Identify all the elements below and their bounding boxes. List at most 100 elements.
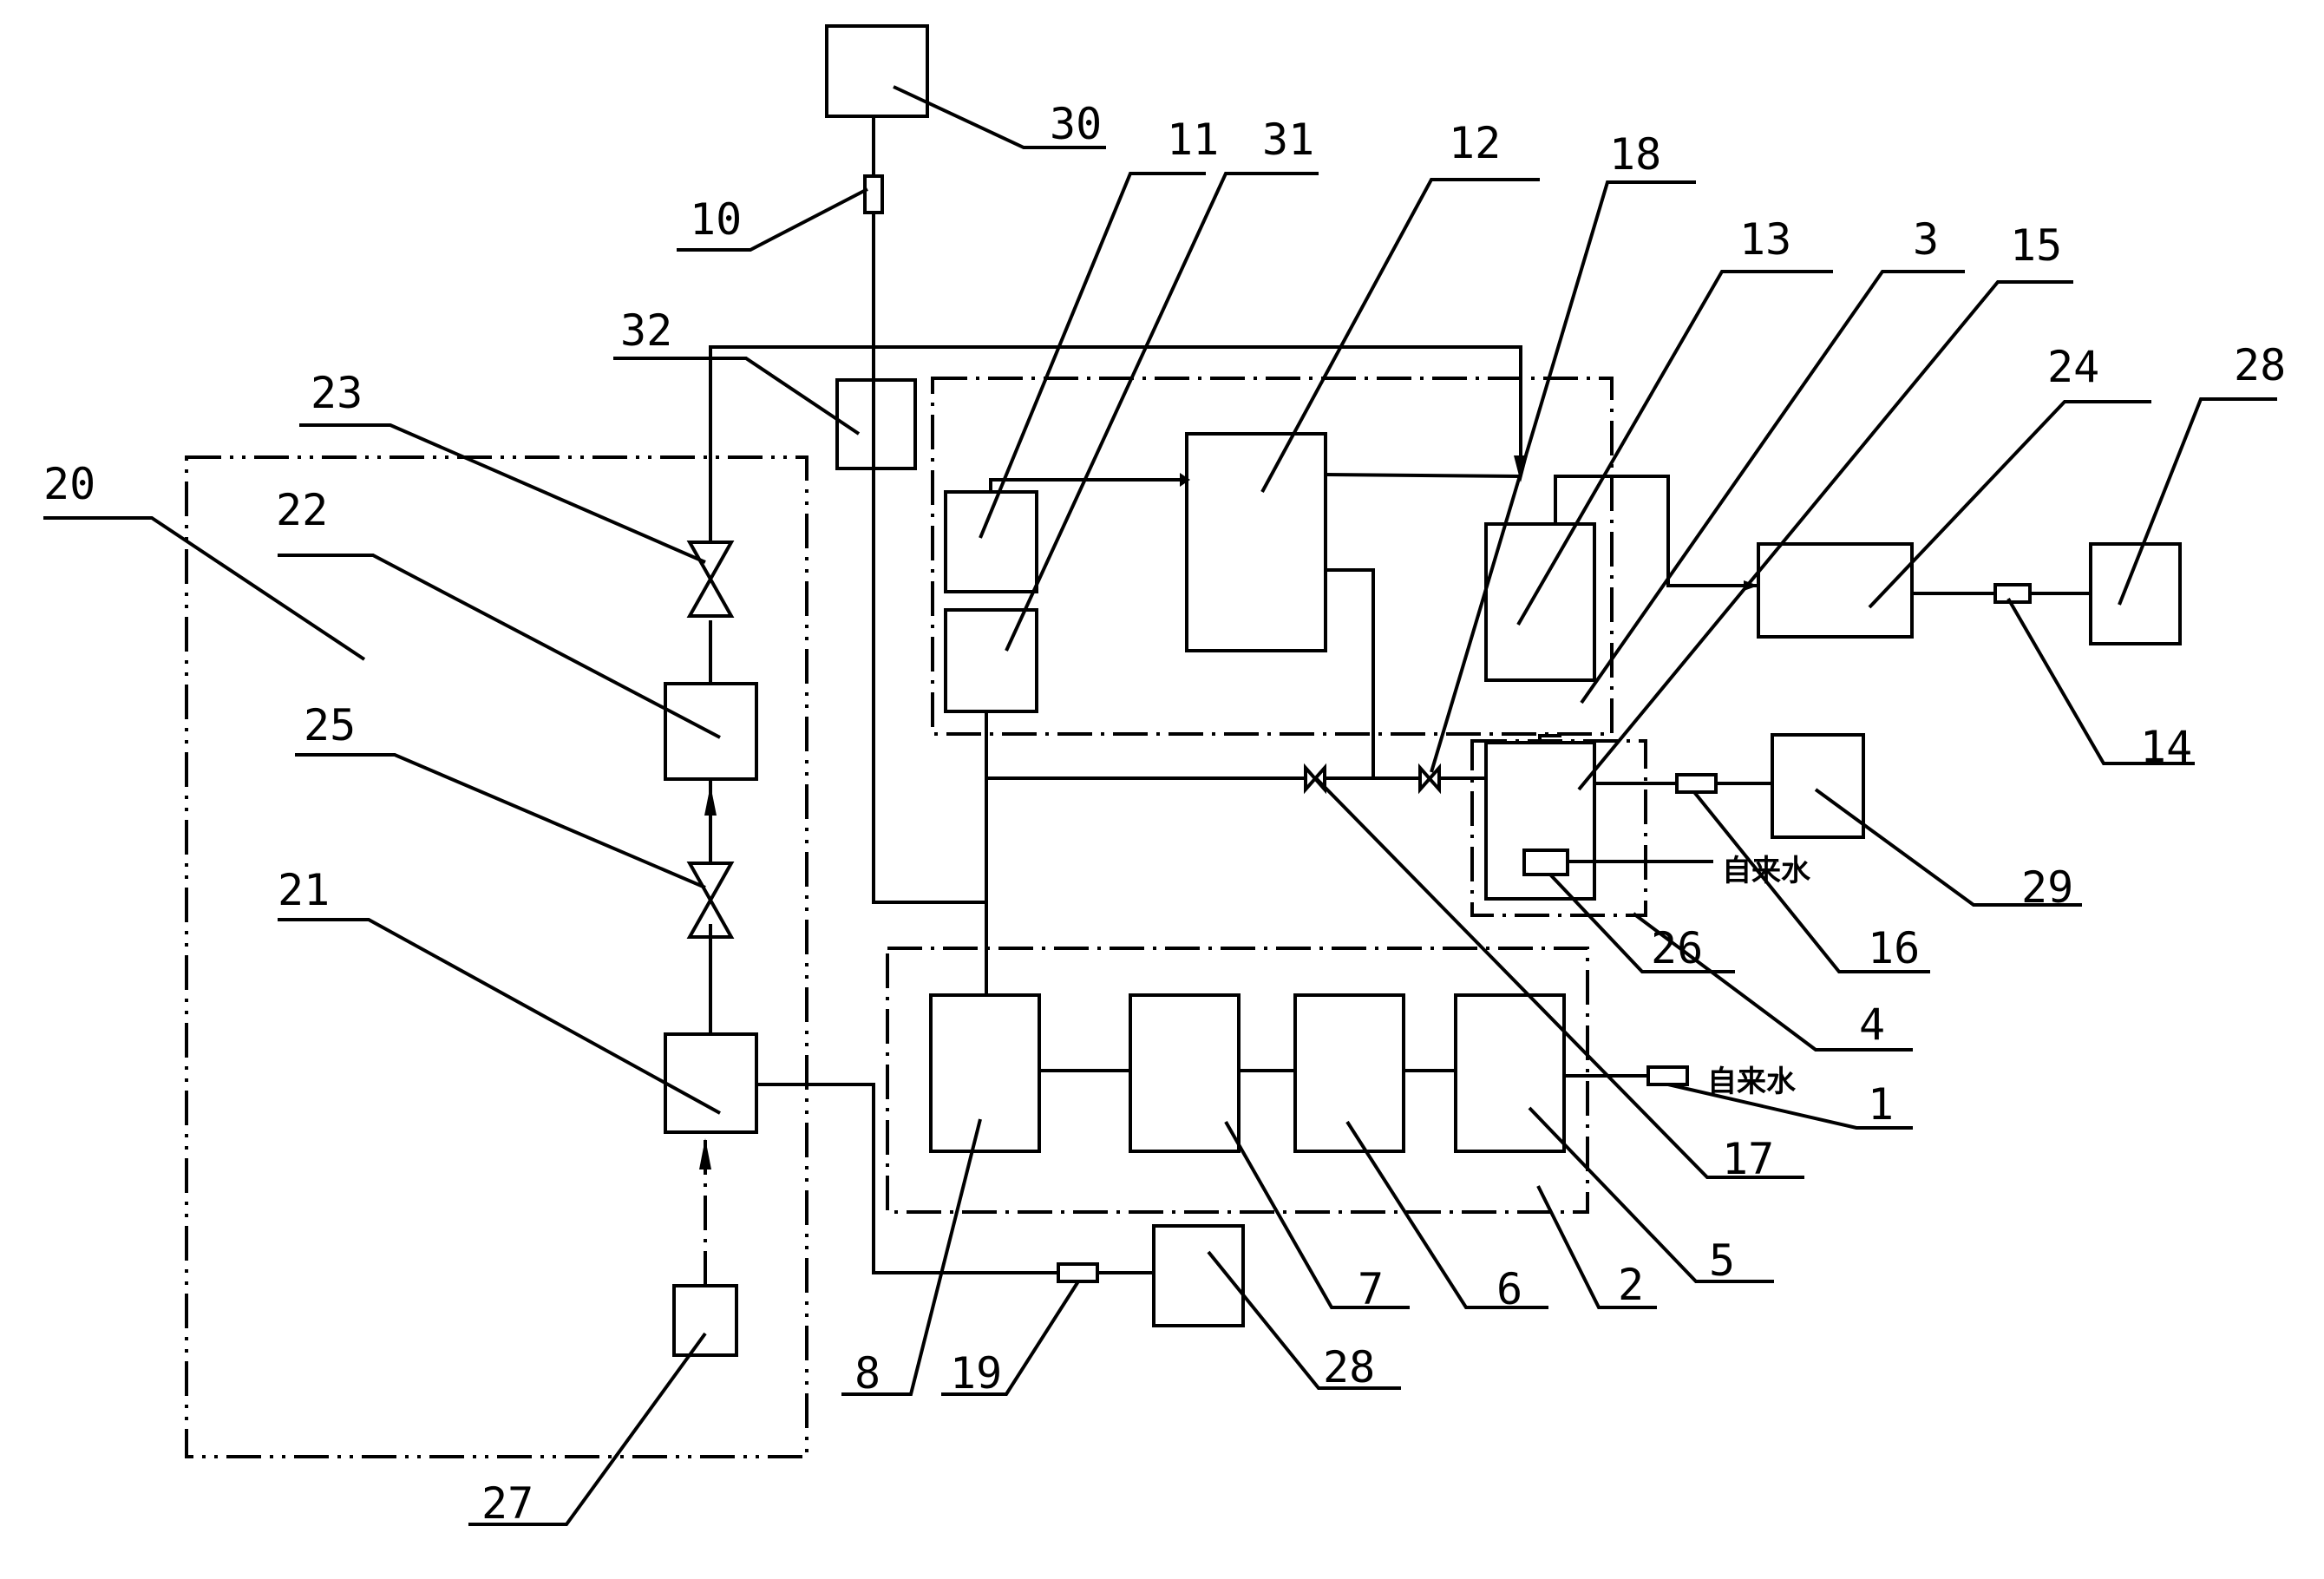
pipe-15-top [1538,734,1561,743]
label-20: 20 [43,459,95,509]
component-28-right [2089,542,2182,645]
leader-2 [1536,1185,1657,1309]
label-15: 15 [2010,220,2062,271]
enclosure-3 [931,377,1614,736]
leader-14 [2006,597,2195,765]
leader-5 [1528,1106,1774,1283]
leader-30 [893,85,1106,149]
leader-13 [1516,270,1833,626]
label-30: 30 [1050,99,1102,149]
component-28-bottom [1152,1224,1245,1327]
label-26: 26 [1651,923,1703,973]
label-12: 12 [1449,118,1501,168]
component-7 [1129,993,1241,1153]
valve-25 [686,862,735,939]
leader-27 [468,1332,707,1526]
tap-water-label-upper: 自来水 [1722,854,1811,888]
component-27 [672,1284,738,1357]
label-24: 24 [2047,342,2099,392]
pipe-12-to-18 [1326,568,1375,778]
arrow-into-24 [1744,580,1758,591]
leader-29 [1814,788,2082,907]
component-21 [664,1032,758,1134]
pipe-top-loop [709,345,1522,542]
label-1: 1 [1868,1079,1894,1130]
label-25: 25 [304,700,356,750]
label-28-bottom: 28 [1323,1342,1375,1392]
leader-28-right [2118,397,2277,606]
leader-7 [1224,1121,1410,1309]
label-3: 3 [1913,214,1939,265]
leader-15 [1577,280,2073,791]
leader-18 [1430,180,1696,773]
label-14: 14 [2140,722,2192,772]
leader-8 [841,1118,982,1396]
component-1 [1646,1065,1689,1086]
component-16 [1675,773,1718,794]
component-24 [1757,542,1914,639]
component-12 [1185,432,1327,652]
component-32 [835,378,917,470]
pipe-13-to-24 [1554,475,1758,587]
leader-10 [677,187,868,252]
component-10 [863,174,884,214]
label-27: 27 [481,1478,534,1529]
component-14 [1993,583,2032,604]
component-8 [929,993,1041,1153]
pipe-12-to-13 [1325,473,1522,478]
label-31: 31 [1262,115,1314,165]
component-30 [825,24,929,118]
leader-26 [1548,873,1735,973]
label-22: 22 [276,485,328,535]
leader-25 [295,753,706,889]
pipe-21-to-19 [756,1083,1058,1274]
leader-31 [1005,172,1319,652]
label-32: 32 [620,305,672,356]
leader-11 [979,172,1206,539]
valve-18 [1418,763,1441,795]
enclosure-20 [185,455,808,1458]
label-6: 6 [1496,1264,1522,1314]
pipe-10-down [872,213,986,904]
component-19 [1057,1262,1099,1283]
label-5: 5 [1709,1235,1735,1286]
label-8: 8 [854,1348,881,1399]
label-28-right: 28 [2234,340,2286,390]
leader-12 [1260,178,1540,493]
leader-3 [1580,270,1965,704]
leader-32 [613,357,861,436]
leader-20 [43,516,366,661]
arrow-into-12 [1180,473,1190,487]
leader-6 [1345,1120,1548,1309]
label-29: 29 [2021,862,2073,913]
leader-19 [941,1280,1080,1396]
label-7: 7 [1358,1264,1384,1314]
leader-4 [1632,912,1913,1052]
leader-17 [1314,776,1804,1179]
component-13 [1484,522,1596,682]
label-16: 16 [1868,923,1920,973]
valve-23 [686,541,735,618]
arrow-into-13 [1514,455,1528,482]
leader-24 [1868,400,2151,609]
pipe-11-to-12 [989,478,1182,492]
label-2: 2 [1618,1260,1644,1310]
leader-22 [278,554,721,739]
leader-23 [299,423,706,564]
label-10: 10 [690,194,742,245]
leader-21 [278,918,721,1115]
component-6 [1293,993,1405,1153]
label-13: 13 [1739,214,1791,265]
arrow-into-22 [704,785,717,816]
component-5 [1454,993,1566,1153]
label-23: 23 [311,368,363,418]
arrow-into-21 [699,1138,711,1170]
label-17: 17 [1722,1134,1774,1184]
component-11 [944,490,1038,593]
label-4: 4 [1859,999,1885,1050]
component-29 [1771,733,1865,839]
leader-1 [1667,1083,1913,1130]
leader-16 [1692,790,1930,973]
